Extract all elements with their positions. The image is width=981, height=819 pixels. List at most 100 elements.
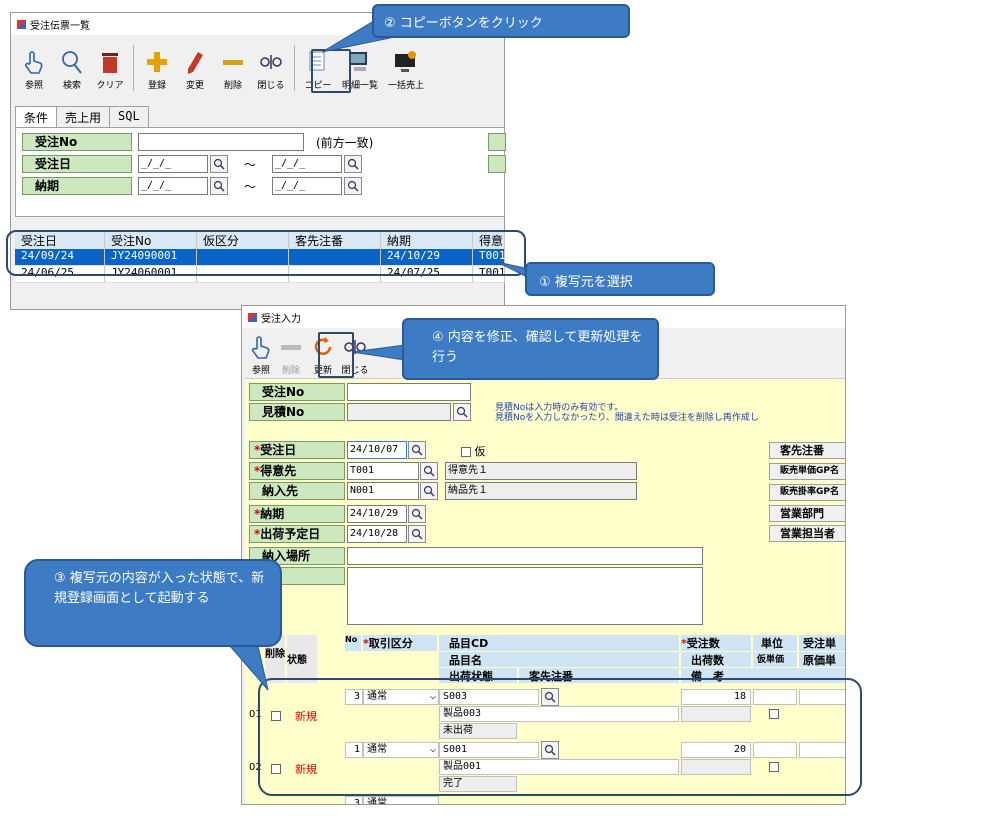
remark-input[interactable]: [347, 567, 703, 625]
update-button[interactable]: 更新: [306, 332, 340, 376]
row-temp-unit-checkbox[interactable]: [769, 709, 779, 719]
row-price[interactable]: [799, 689, 845, 705]
copy-button[interactable]: コピー: [299, 39, 337, 91]
row-qty[interactable]: 20: [681, 742, 751, 758]
col-order-no[interactable]: 受注No: [105, 232, 197, 249]
delivery-picker[interactable]: [420, 482, 438, 500]
order-date-picker[interactable]: [408, 441, 426, 459]
estimate-picker[interactable]: [453, 403, 471, 421]
customer-picker[interactable]: [420, 462, 438, 480]
sales-price-gp-button[interactable]: 販売単価GP名: [769, 463, 845, 480]
hand-icon: [251, 336, 270, 359]
detail-list-button[interactable]: 明細一覧: [337, 39, 383, 91]
estimate-no-input[interactable]: [347, 403, 451, 421]
col-cust-no[interactable]: 客先注番: [289, 232, 381, 249]
sales-dept-button[interactable]: 営業部門: [769, 505, 845, 522]
clear-button[interactable]: クリア: [91, 39, 129, 91]
col-temp[interactable]: 仮区分: [197, 232, 289, 249]
row-item-cd-input[interactable]: S001: [439, 742, 539, 758]
col-order-date[interactable]: 受注日: [15, 232, 105, 249]
app-icon: [17, 19, 26, 29]
row-torihiki-select[interactable]: 通常⌵: [363, 742, 439, 758]
app-icon: [248, 312, 257, 322]
customer-code-input[interactable]: T001: [347, 462, 419, 480]
magnifier-icon: [456, 406, 468, 418]
col-customer[interactable]: 得意: [473, 232, 505, 249]
monitor-gear-icon: [395, 51, 416, 72]
order-date-to-input[interactable]: _/_/_: [272, 155, 342, 173]
order-date-to-picker[interactable]: [344, 155, 362, 173]
row-qty[interactable]: 18: [681, 689, 751, 705]
row-temp-unit-checkbox[interactable]: [769, 762, 779, 772]
prefix-match-hint: (前方一致): [316, 136, 374, 150]
grid-header: 受注日 受注No 仮区分 客先注番 納期 得意: [15, 232, 505, 249]
order-no-input[interactable]: [347, 383, 471, 401]
row-item-picker[interactable]: [541, 741, 559, 759]
search-button[interactable]: 検索: [53, 39, 91, 91]
due-from-input[interactable]: _/_/_: [138, 177, 208, 195]
col-torihiki: *取引区分: [363, 635, 437, 651]
sales-rate-gp-button[interactable]: 販売掛率GP名: [769, 484, 845, 501]
bulk-sales-button[interactable]: 一括売上: [383, 39, 429, 91]
refresh-icon: [314, 337, 332, 355]
customer-order-no-button[interactable]: 客先注番: [769, 442, 845, 459]
delete-button[interactable]: 削除: [276, 332, 306, 376]
due-to-input[interactable]: _/_/_: [272, 177, 342, 195]
toolbar-separator: [294, 45, 295, 91]
col-qty: *受注数: [681, 635, 751, 651]
right-edge-label: [488, 133, 506, 151]
row-item-picker[interactable]: [541, 688, 559, 706]
row-torihiki-select[interactable]: 通常: [363, 796, 439, 804]
ship-date-picker[interactable]: [408, 525, 426, 543]
row-no: 3: [345, 796, 363, 804]
row-item-cd-input[interactable]: S003: [439, 689, 539, 705]
magnifier-icon: [213, 158, 225, 170]
window-title: 受注入力: [261, 313, 301, 325]
due-input[interactable]: 24/10/29: [347, 505, 407, 523]
row-price[interactable]: [799, 742, 845, 758]
table-row[interactable]: 24/09/24 JY24090001 24/10/29 T001: [15, 249, 505, 266]
sales-staff-button[interactable]: 営業担当者: [769, 525, 845, 542]
checkbox-box[interactable]: [461, 447, 471, 457]
row-torihiki-select[interactable]: 通常⌵: [363, 689, 439, 705]
order-entry-window: 受注入力 参照 削除 更新 閉じる 受注No 見積No 見積Noは入力時のみ有効…: [241, 305, 846, 805]
magnifier-icon: [411, 528, 423, 540]
col-item-cd: 品目CD: [439, 635, 679, 651]
cell-no: JY24090001: [105, 249, 197, 265]
ship-date-input[interactable]: 24/10/28: [347, 525, 407, 543]
due-picker[interactable]: [408, 505, 426, 523]
row-ship-status: 完了: [439, 776, 517, 792]
order-no-input[interactable]: [138, 133, 304, 151]
tab-sql[interactable]: SQL: [109, 106, 149, 128]
cell-due: 24/10/29: [381, 249, 473, 265]
delivery-place-input[interactable]: [347, 547, 703, 565]
delivery-code-input[interactable]: N001: [347, 482, 419, 500]
row-delete-checkbox[interactable]: [271, 764, 281, 774]
row-ship-qty: [681, 759, 751, 775]
delete-button[interactable]: 削除: [214, 39, 252, 91]
ref-button[interactable]: 参照: [15, 39, 53, 91]
row-unit[interactable]: [753, 689, 797, 705]
due-to-picker[interactable]: [344, 177, 362, 195]
close-button[interactable]: 閉じる: [252, 39, 290, 91]
chevron-down-icon: ⌵: [429, 744, 436, 755]
edit-button[interactable]: 変更: [176, 39, 214, 91]
row-unit[interactable]: [753, 742, 797, 758]
magnifier-icon: [544, 744, 556, 756]
order-date-from-input[interactable]: _/_/_: [138, 155, 208, 173]
col-due[interactable]: 納期: [381, 232, 473, 249]
order-date-from-picker[interactable]: [210, 155, 228, 173]
due-from-picker[interactable]: [210, 177, 228, 195]
row-delete-checkbox[interactable]: [271, 711, 281, 721]
row-ship-status: 未出荷: [439, 723, 517, 739]
col-unit: 単位: [753, 635, 797, 651]
register-button[interactable]: 登録: [138, 39, 176, 91]
magnifier-icon: [213, 180, 225, 192]
ref-button[interactable]: 参照: [246, 332, 276, 376]
temp-checkbox[interactable]: 仮: [461, 443, 486, 459]
tab-conditions[interactable]: 条件: [15, 106, 58, 128]
due-label: 納期: [22, 177, 132, 195]
tab-sales[interactable]: 売上用: [56, 106, 111, 128]
copy-button-highlight: [311, 49, 351, 93]
order-date-input[interactable]: 24/10/07: [347, 441, 407, 459]
